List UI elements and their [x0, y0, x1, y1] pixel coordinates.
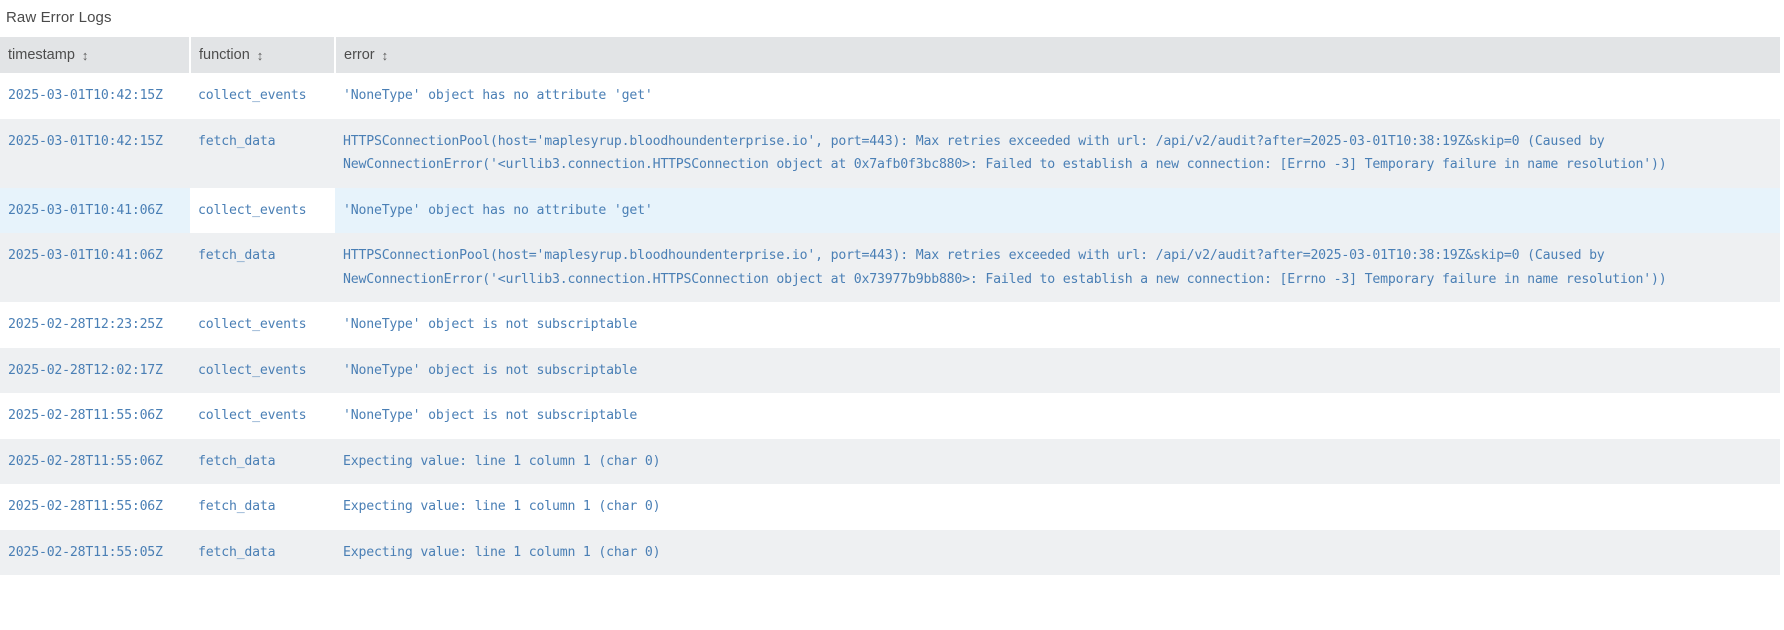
column-header-timestamp-label: timestamp [8, 47, 75, 63]
cell-error[interactable]: 'NoneType' object has no attribute 'get' [335, 187, 1780, 233]
cell-timestamp[interactable]: 2025-02-28T11:55:06Z [0, 393, 190, 439]
cell-error[interactable]: HTTPSConnectionPool(host='maplesyrup.blo… [335, 118, 1780, 188]
sort-toggle-icon[interactable]: ↕ [81, 47, 89, 63]
cell-error[interactable]: 'NoneType' object is not subscriptable [335, 347, 1780, 393]
cell-function[interactable]: collect_events [190, 393, 335, 439]
cell-error[interactable]: Expecting value: line 1 column 1 (char 0… [335, 438, 1780, 484]
sort-toggle-icon[interactable]: ↕ [381, 47, 389, 63]
cell-function[interactable]: collect_events [190, 302, 335, 348]
cell-timestamp[interactable]: 2025-03-01T10:42:15Z [0, 118, 190, 188]
cell-error[interactable]: HTTPSConnectionPool(host='maplesyrup.blo… [335, 233, 1780, 302]
cell-timestamp[interactable]: 2025-02-28T12:23:25Z [0, 302, 190, 348]
cell-timestamp[interactable]: 2025-02-28T12:02:17Z [0, 347, 190, 393]
column-header-error[interactable]: error ↕ [335, 37, 1780, 73]
cell-timestamp[interactable]: 2025-02-28T11:55:05Z [0, 529, 190, 575]
table-header: timestamp ↕ function ↕ error ↕ [0, 37, 1780, 73]
column-header-timestamp[interactable]: timestamp ↕ [0, 37, 191, 73]
cell-error[interactable]: 'NoneType' object is not subscriptable [335, 302, 1780, 348]
column-header-error-label: error [344, 47, 375, 63]
cell-function[interactable]: fetch_data [190, 118, 335, 188]
sort-toggle-icon[interactable]: ↕ [256, 47, 264, 63]
cell-function[interactable]: fetch_data [190, 484, 335, 530]
cell-timestamp[interactable]: 2025-02-28T11:55:06Z [0, 438, 190, 484]
cell-timestamp[interactable]: 2025-03-01T10:41:06Z [0, 187, 190, 233]
cell-error[interactable]: 'NoneType' object is not subscriptable [335, 393, 1780, 439]
error-logs-table: timestamp ↕ function ↕ error ↕ [0, 37, 1780, 575]
cell-timestamp[interactable]: 2025-03-01T10:41:06Z [0, 233, 190, 302]
cell-function[interactable]: collect_events [190, 73, 335, 119]
cell-function[interactable]: fetch_data [190, 233, 335, 302]
raw-error-logs-panel: Raw Error Logs timestamp ↕ function ↕ [0, 9, 1780, 575]
table-header-row: timestamp ↕ function ↕ error ↕ [0, 37, 1780, 73]
page-title: Raw Error Logs [6, 9, 112, 26]
cell-timestamp[interactable]: 2025-02-28T11:55:06Z [0, 484, 190, 530]
column-header-function[interactable]: function ↕ [190, 37, 336, 73]
cell-function[interactable]: collect_events [190, 187, 335, 233]
cell-error[interactable]: 'NoneType' object has no attribute 'get' [335, 73, 1780, 119]
cell-error[interactable]: Expecting value: line 1 column 1 (char 0… [335, 529, 1780, 575]
cell-timestamp[interactable]: 2025-03-01T10:42:15Z [0, 73, 190, 119]
cell-function[interactable]: fetch_data [190, 529, 335, 575]
cell-function[interactable]: collect_events [190, 347, 335, 393]
column-header-function-label: function [199, 47, 250, 63]
cell-error[interactable]: Expecting value: line 1 column 1 (char 0… [335, 484, 1780, 530]
cell-function[interactable]: fetch_data [190, 438, 335, 484]
